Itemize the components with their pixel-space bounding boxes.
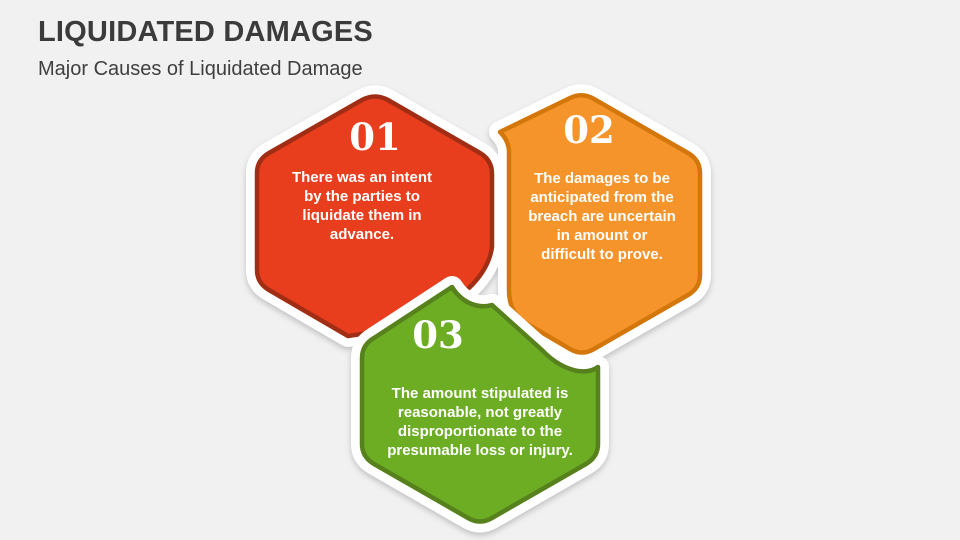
hexagon-02-shape: [497, 93, 703, 355]
hexagon-03-shape: [359, 284, 601, 524]
hexagon-01-text: There was an intent by the parties to li…: [291, 169, 433, 243]
page-title: LIQUIDATED DAMAGES: [38, 16, 373, 48]
hexagon-03-text: The amount stipulated is reasonable, not…: [387, 385, 573, 459]
hexagon-02-number: 02: [563, 108, 615, 152]
hexagon-02-text: The damages to be anticipated from the b…: [528, 170, 676, 263]
hexagon-03-number: 03: [412, 313, 464, 357]
hexagon-01-number: 01: [349, 115, 401, 159]
page-subtitle: Major Causes of Liquidated Damage: [38, 58, 363, 80]
